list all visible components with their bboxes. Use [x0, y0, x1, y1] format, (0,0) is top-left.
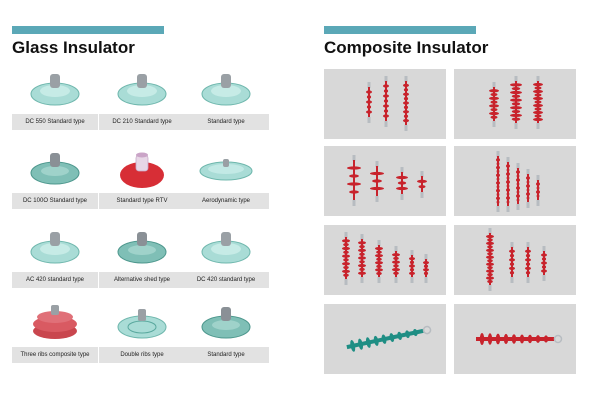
composite-insulator-image — [476, 333, 563, 345]
composite-accent-bar — [324, 26, 476, 34]
composite-product-card — [454, 304, 576, 374]
glass-product-card: Standard type RTV — [99, 143, 185, 211]
glass-insulator-image — [201, 74, 251, 106]
glass-product-card: Double ribs type — [99, 297, 185, 365]
glass-product-card: Three ribs composite type — [12, 297, 98, 365]
composite-section-title: Composite Insulator — [324, 38, 489, 57]
glass-product-card: Standard type — [183, 64, 269, 132]
glass-product-caption: Standard type — [183, 114, 269, 130]
composite-product-card — [454, 146, 576, 216]
glass-product-caption: Double ribs type — [99, 347, 185, 363]
glass-insulator-image — [117, 309, 167, 339]
composite-product-card — [454, 225, 576, 295]
glass-product-card: DC 420 standard type — [183, 222, 269, 290]
composite-insulator-image — [486, 228, 547, 291]
glass-product-caption: DC 550 Standard type — [12, 114, 98, 130]
glass-product-card: DC 550 Standard type — [12, 64, 98, 132]
composite-insulator-page: Composite Insulator — [306, 0, 606, 411]
glass-product-caption: Standard type — [183, 347, 269, 363]
glass-product-caption: DC 210 Standard type — [99, 114, 185, 130]
composite-product-card — [324, 146, 446, 216]
glass-product-caption: DC 100O Standard type — [12, 193, 98, 209]
glass-product-card: Aerodynamic type — [183, 143, 269, 211]
glass-insulator-image — [30, 153, 80, 185]
composite-insulator-image — [496, 151, 540, 212]
glass-insulator-image — [33, 305, 77, 339]
composite-product-card — [324, 304, 446, 374]
glass-product-caption: DC 420 standard type — [183, 272, 269, 288]
composite-product-card — [324, 225, 446, 295]
glass-product-card: AC 420 standard type — [12, 222, 98, 290]
glass-product-caption: Three ribs composite type — [12, 347, 98, 363]
composite-product-card — [324, 69, 446, 139]
composite-product-card — [454, 69, 576, 139]
composite-insulator-image — [342, 232, 429, 285]
glass-insulator-image — [201, 232, 251, 264]
glass-insulator-image — [30, 232, 80, 264]
glass-product-caption: Standard type RTV — [99, 193, 185, 209]
glass-product-caption: Alternative shed type — [99, 272, 185, 288]
composite-insulator-image — [346, 325, 432, 352]
composite-insulator-image — [347, 155, 427, 206]
composite-insulator-image — [489, 76, 543, 129]
glass-section-title: Glass Insulator — [12, 38, 135, 57]
glass-product-card: Alternative shed type — [99, 222, 185, 290]
glass-accent-bar — [12, 26, 164, 34]
glass-product-card: DC 100O Standard type — [12, 143, 98, 211]
glass-product-card: DC 210 Standard type — [99, 64, 185, 132]
composite-insulator-image — [366, 76, 409, 131]
glass-insulator-image — [117, 232, 167, 264]
glass-insulator-image — [120, 152, 164, 188]
glass-product-caption: Aerodynamic type — [183, 193, 269, 209]
glass-insulator-image — [201, 307, 251, 339]
glass-insulator-image — [30, 74, 80, 106]
glass-insulator-image — [199, 159, 253, 181]
glass-product-caption: AC 420 standard type — [12, 272, 98, 288]
glass-insulator-image — [117, 74, 167, 106]
glass-product-card: Standard type — [183, 297, 269, 365]
